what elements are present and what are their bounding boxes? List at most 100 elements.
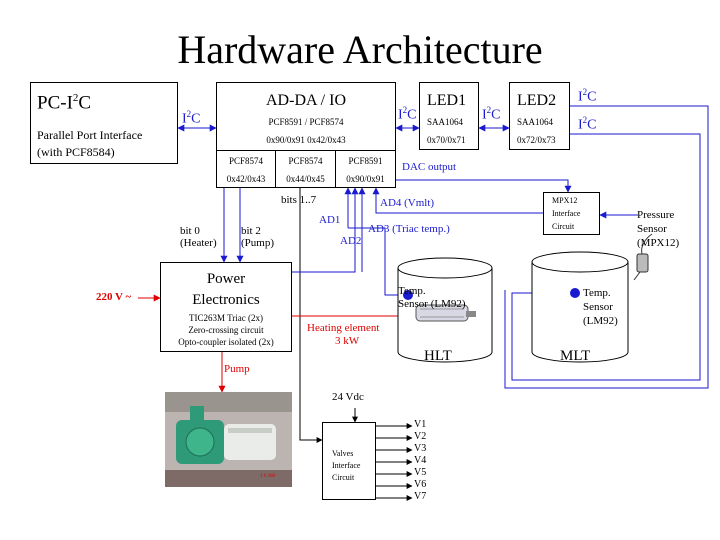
led2-box: LED2 SAA1064 0x72/0x73 (509, 82, 570, 150)
dac-output-line (391, 175, 572, 193)
pressure-sensor-icon (633, 233, 653, 281)
bits-label: bits 1..7 (281, 194, 317, 206)
led2-title: LED2 (517, 92, 557, 109)
valve-arrows (376, 423, 413, 501)
i2c-label-suffix: C (407, 107, 417, 123)
i2c-label-led1-led2: I2C (482, 106, 501, 123)
mlt-vessel (531, 251, 629, 363)
heating-element-label: Heating element (307, 322, 380, 334)
i2c-label-sup: 2 (582, 115, 588, 125)
valve-v5-label: V5 (414, 467, 427, 478)
heating-element (415, 304, 476, 322)
ad1-sensor-line (348, 227, 405, 296)
i2c-label-sup: 2 (186, 109, 192, 119)
sub-chip-label: PCF8591 (348, 156, 383, 166)
adda-sub-pcf8574-a: PCF8574 0x42/0x43 (216, 150, 276, 188)
sub-addr-label: 0x90/0x91 (346, 174, 385, 184)
hlt-sensor-label1: Temp. (398, 285, 426, 297)
pressure-sensor-line1: Pressure (637, 209, 675, 221)
valve-v1-label: V1 (414, 419, 427, 430)
vdc-label: 24 Vdc (332, 391, 364, 403)
ad4-line (372, 187, 543, 214)
valves-box-line3: Circuit (332, 473, 355, 482)
power-electronics-box: Power Electronics TIC263M Triac (2x) Zer… (160, 262, 292, 352)
pump-photo (165, 392, 292, 487)
sub-addr-label: 0x42/0x43 (226, 174, 266, 184)
i2c-label-suffix: C (587, 117, 597, 133)
i2c-label-out-upper: I2C (578, 88, 597, 105)
mlt-label: MLT (560, 348, 591, 364)
power-title2: Electronics (192, 292, 260, 308)
i2c-label-sup: 2 (486, 105, 492, 115)
valve-v2-label: V2 (414, 431, 427, 442)
led1-chip: SAA1064 (427, 117, 464, 127)
i2c-label-out-lower: I2C (578, 116, 597, 133)
i2c-label-adda-led1: I2C (398, 106, 417, 123)
adda-sub-pcf8574-b: PCF8574 0x44/0x45 (275, 150, 336, 188)
pc-title-prefix: PC-I (37, 92, 73, 114)
mpx12-interface-box: MPX12 Interface Circuit (543, 192, 600, 235)
i2c-label-prefix: I (182, 111, 187, 127)
adda-addrs: 0x90/0x91 0x42/0x43 (266, 135, 346, 145)
mpx-line1: MPX12 (552, 196, 578, 205)
valves-interface-box: Valves Interface Circuit (322, 422, 376, 500)
i2c-label-prefix: I (578, 89, 583, 105)
adda-title: AD-DA / IO (266, 92, 346, 109)
i2c-label-prefix: I (578, 117, 583, 133)
led1-title: LED1 (427, 92, 467, 109)
heating-power-label: 3 kW (335, 335, 360, 347)
pump-label: Pump (224, 363, 250, 375)
ad4-label: AD4 (Vmlt) (380, 197, 435, 209)
ad3-label: AD3 (Triac temp.) (368, 223, 450, 235)
bit2-label: bit 2 (241, 225, 261, 237)
i2c-label-pc-adda: I2C (182, 110, 201, 127)
led1-box: LED1 SAA1064 0x70/0x71 (419, 82, 479, 150)
led2-addr: 0x72/0x73 (517, 135, 556, 145)
pc-i2c-box: PC-I2C Parallel Port Interface (with PCF… (30, 82, 178, 164)
pc-title-sup: 2 (72, 92, 79, 104)
sub-addr-label: 0x44/0x45 (286, 174, 325, 184)
led2-chip: SAA1064 (517, 117, 554, 127)
i2c-label-suffix: C (191, 111, 201, 127)
ad2-line (292, 187, 359, 273)
adda-sub-pcf8591: PCF8591 0x90/0x91 (335, 150, 396, 188)
i2c-bus-loop (511, 133, 701, 381)
mlt-sensor-label3: (LM92) (583, 315, 618, 327)
heater-label: (Heater) (180, 237, 217, 249)
led1-addr: 0x70/0x71 (427, 135, 466, 145)
mains-label: 220 V ~ (96, 291, 132, 303)
pc-line1: Parallel Port Interface (37, 128, 143, 142)
pc-i2c-title: PC-I2C (37, 92, 92, 114)
hlt-sensor-label2: Sensor (LM92) (398, 298, 466, 310)
mlt-sensor-label2: Sensor (583, 301, 613, 313)
mlt-sensor-label1: Temp. (583, 287, 611, 299)
valves-box-line1: Valves (332, 449, 354, 458)
mpx-line2: Interface (552, 209, 581, 218)
hlt-label: HLT (424, 348, 452, 364)
i2c-label-prefix: I (398, 107, 403, 123)
valves-box-line2: Interface (332, 461, 361, 470)
power-line3: Opto-coupler isolated (2x) (178, 337, 274, 347)
power-line2: Zero-crossing circuit (188, 325, 264, 335)
i2c-label-sup: 2 (402, 105, 408, 115)
valve-v3-label: V3 (414, 443, 427, 454)
power-title1: Power (206, 271, 246, 287)
pressure-sensor-line2: Sensor (637, 223, 667, 235)
page-title: Hardware Architecture (177, 27, 543, 72)
sub-chip-label: PCF8574 (228, 156, 263, 166)
pressure-sensor-line3: (MPX12) (637, 237, 680, 249)
valve-v6-label: V6 (414, 479, 427, 490)
mpx-line3: Circuit (552, 222, 575, 231)
ad2-label: AD2 (340, 235, 362, 247)
adda-chips: PCF8591 / PCF8574 (268, 117, 344, 127)
mlt-sensor-dot (570, 288, 580, 298)
pc-title-suffix: C (78, 92, 92, 114)
pc-line2: (with PCF8584) (37, 145, 115, 159)
i2c-bus-loop-2 (504, 105, 709, 389)
ad1-label: AD1 (319, 214, 341, 226)
valve-v4-label: V4 (414, 455, 427, 466)
i2c-label-suffix: C (491, 107, 501, 123)
i2c-label-suffix: C (587, 89, 597, 105)
pump-photo-caption: 1 # 360 (260, 474, 275, 479)
